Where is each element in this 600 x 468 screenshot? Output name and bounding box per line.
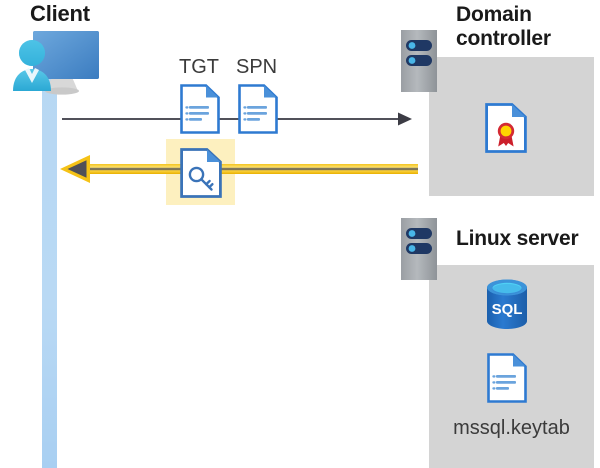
domain-controller-server-icon bbox=[401, 30, 437, 92]
spn-document-icon bbox=[238, 84, 278, 134]
sql-label: SQL bbox=[492, 301, 523, 318]
request-arrow bbox=[62, 112, 412, 126]
tgt-document-icon bbox=[180, 84, 220, 134]
linux-server-icon bbox=[401, 218, 437, 280]
client-icon bbox=[10, 27, 110, 101]
client-lifeline bbox=[42, 62, 57, 468]
keytab-document-icon bbox=[487, 353, 527, 403]
spn-label: SPN bbox=[236, 56, 278, 78]
sql-database-icon: SQL bbox=[483, 278, 531, 330]
key-document-icon bbox=[180, 148, 222, 198]
domain-controller-title: Domain controller bbox=[456, 3, 551, 50]
client-title: Client bbox=[30, 1, 90, 26]
response-arrow bbox=[60, 155, 418, 183]
certificate-document-icon bbox=[485, 103, 527, 153]
tgt-label: TGT bbox=[179, 56, 219, 78]
linux-server-title: Linux server bbox=[456, 227, 579, 250]
keytab-file-label: mssql.keytab bbox=[453, 417, 570, 439]
